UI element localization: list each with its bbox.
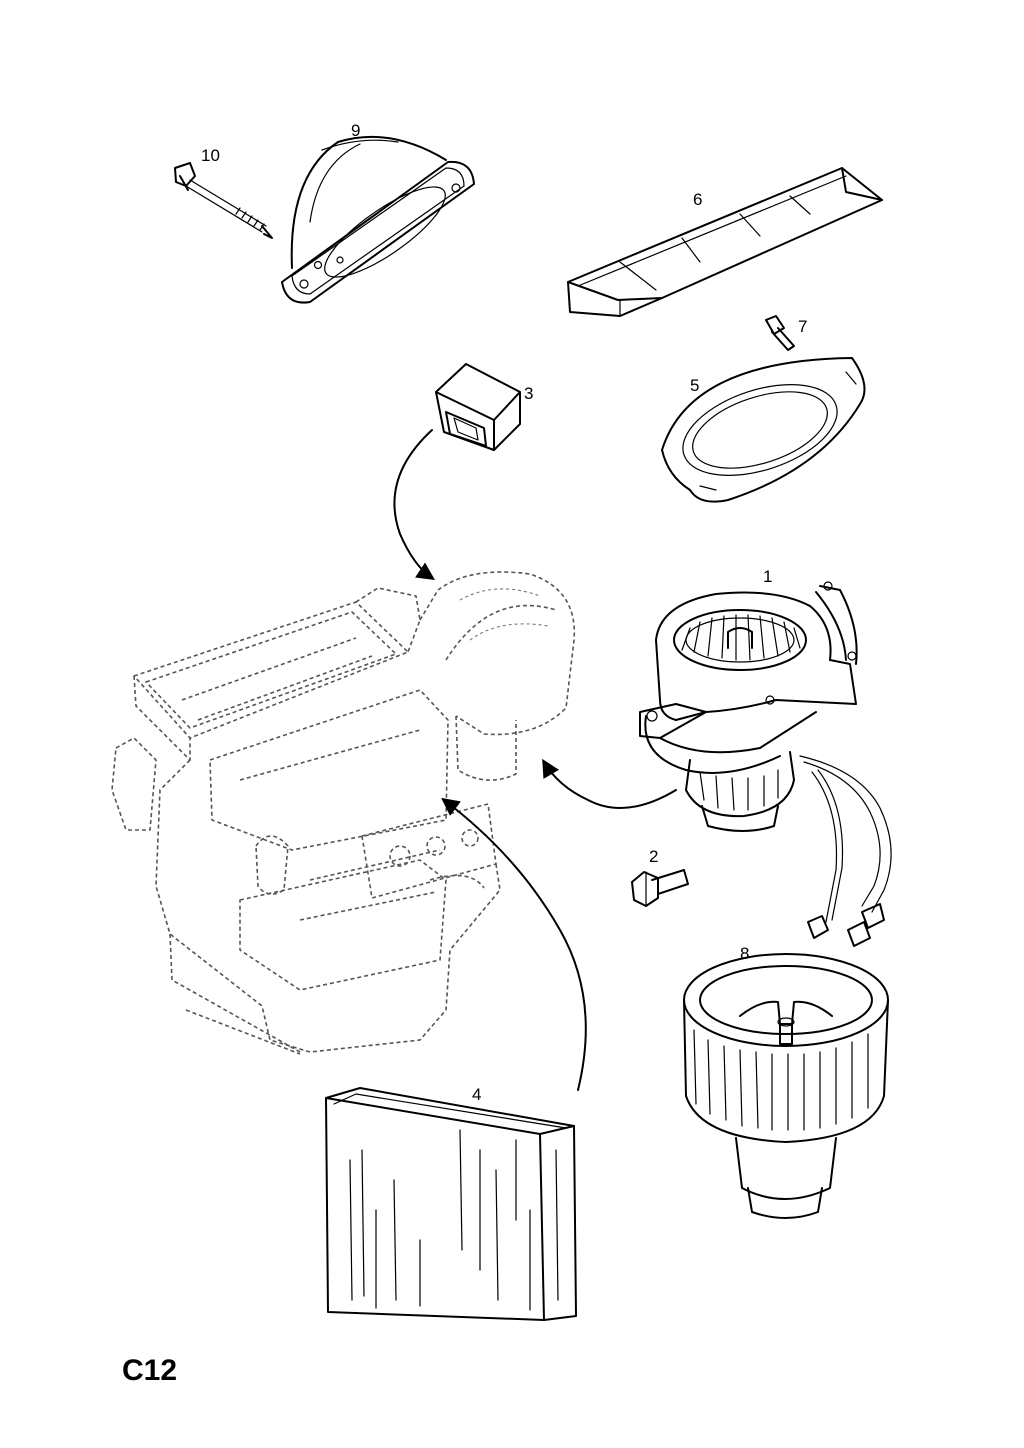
- callout-1: 1: [763, 567, 772, 586]
- part-2-bolt: 2: [631, 847, 689, 907]
- page-code-label: C12: [122, 1354, 177, 1387]
- callout-3: 3: [524, 384, 533, 403]
- arrow-part-1-to-housing: [542, 758, 677, 809]
- assembly-arrows: [393, 429, 677, 1091]
- heater-housing-assembly: [111, 571, 576, 1055]
- arrow-part-3-to-housing: [393, 429, 435, 580]
- part-3-resistor: 3: [435, 363, 533, 451]
- callout-10: 10: [201, 146, 220, 165]
- part-8-blower-wheel: 8: [683, 944, 889, 1219]
- part-9-inlet-housing: 9: [281, 121, 475, 304]
- part-5-seal: 5: [661, 357, 866, 503]
- callout-2: 2: [649, 847, 658, 866]
- part-4-pollen-filter: 4: [325, 1085, 577, 1321]
- part-6-air-duct: 6: [567, 167, 883, 317]
- part-7-bolt: 7: [765, 315, 807, 351]
- callout-6: 6: [693, 190, 702, 209]
- callout-9: 9: [351, 121, 360, 140]
- callout-4: 4: [472, 1085, 481, 1104]
- part-10-screw: 10: [174, 146, 273, 239]
- part-1-blower-assembly: 1: [639, 567, 892, 947]
- callout-5: 5: [690, 376, 699, 395]
- arrow-part-4-to-housing: [441, 797, 587, 1091]
- callout-8: 8: [740, 944, 749, 963]
- callout-7: 7: [798, 317, 807, 336]
